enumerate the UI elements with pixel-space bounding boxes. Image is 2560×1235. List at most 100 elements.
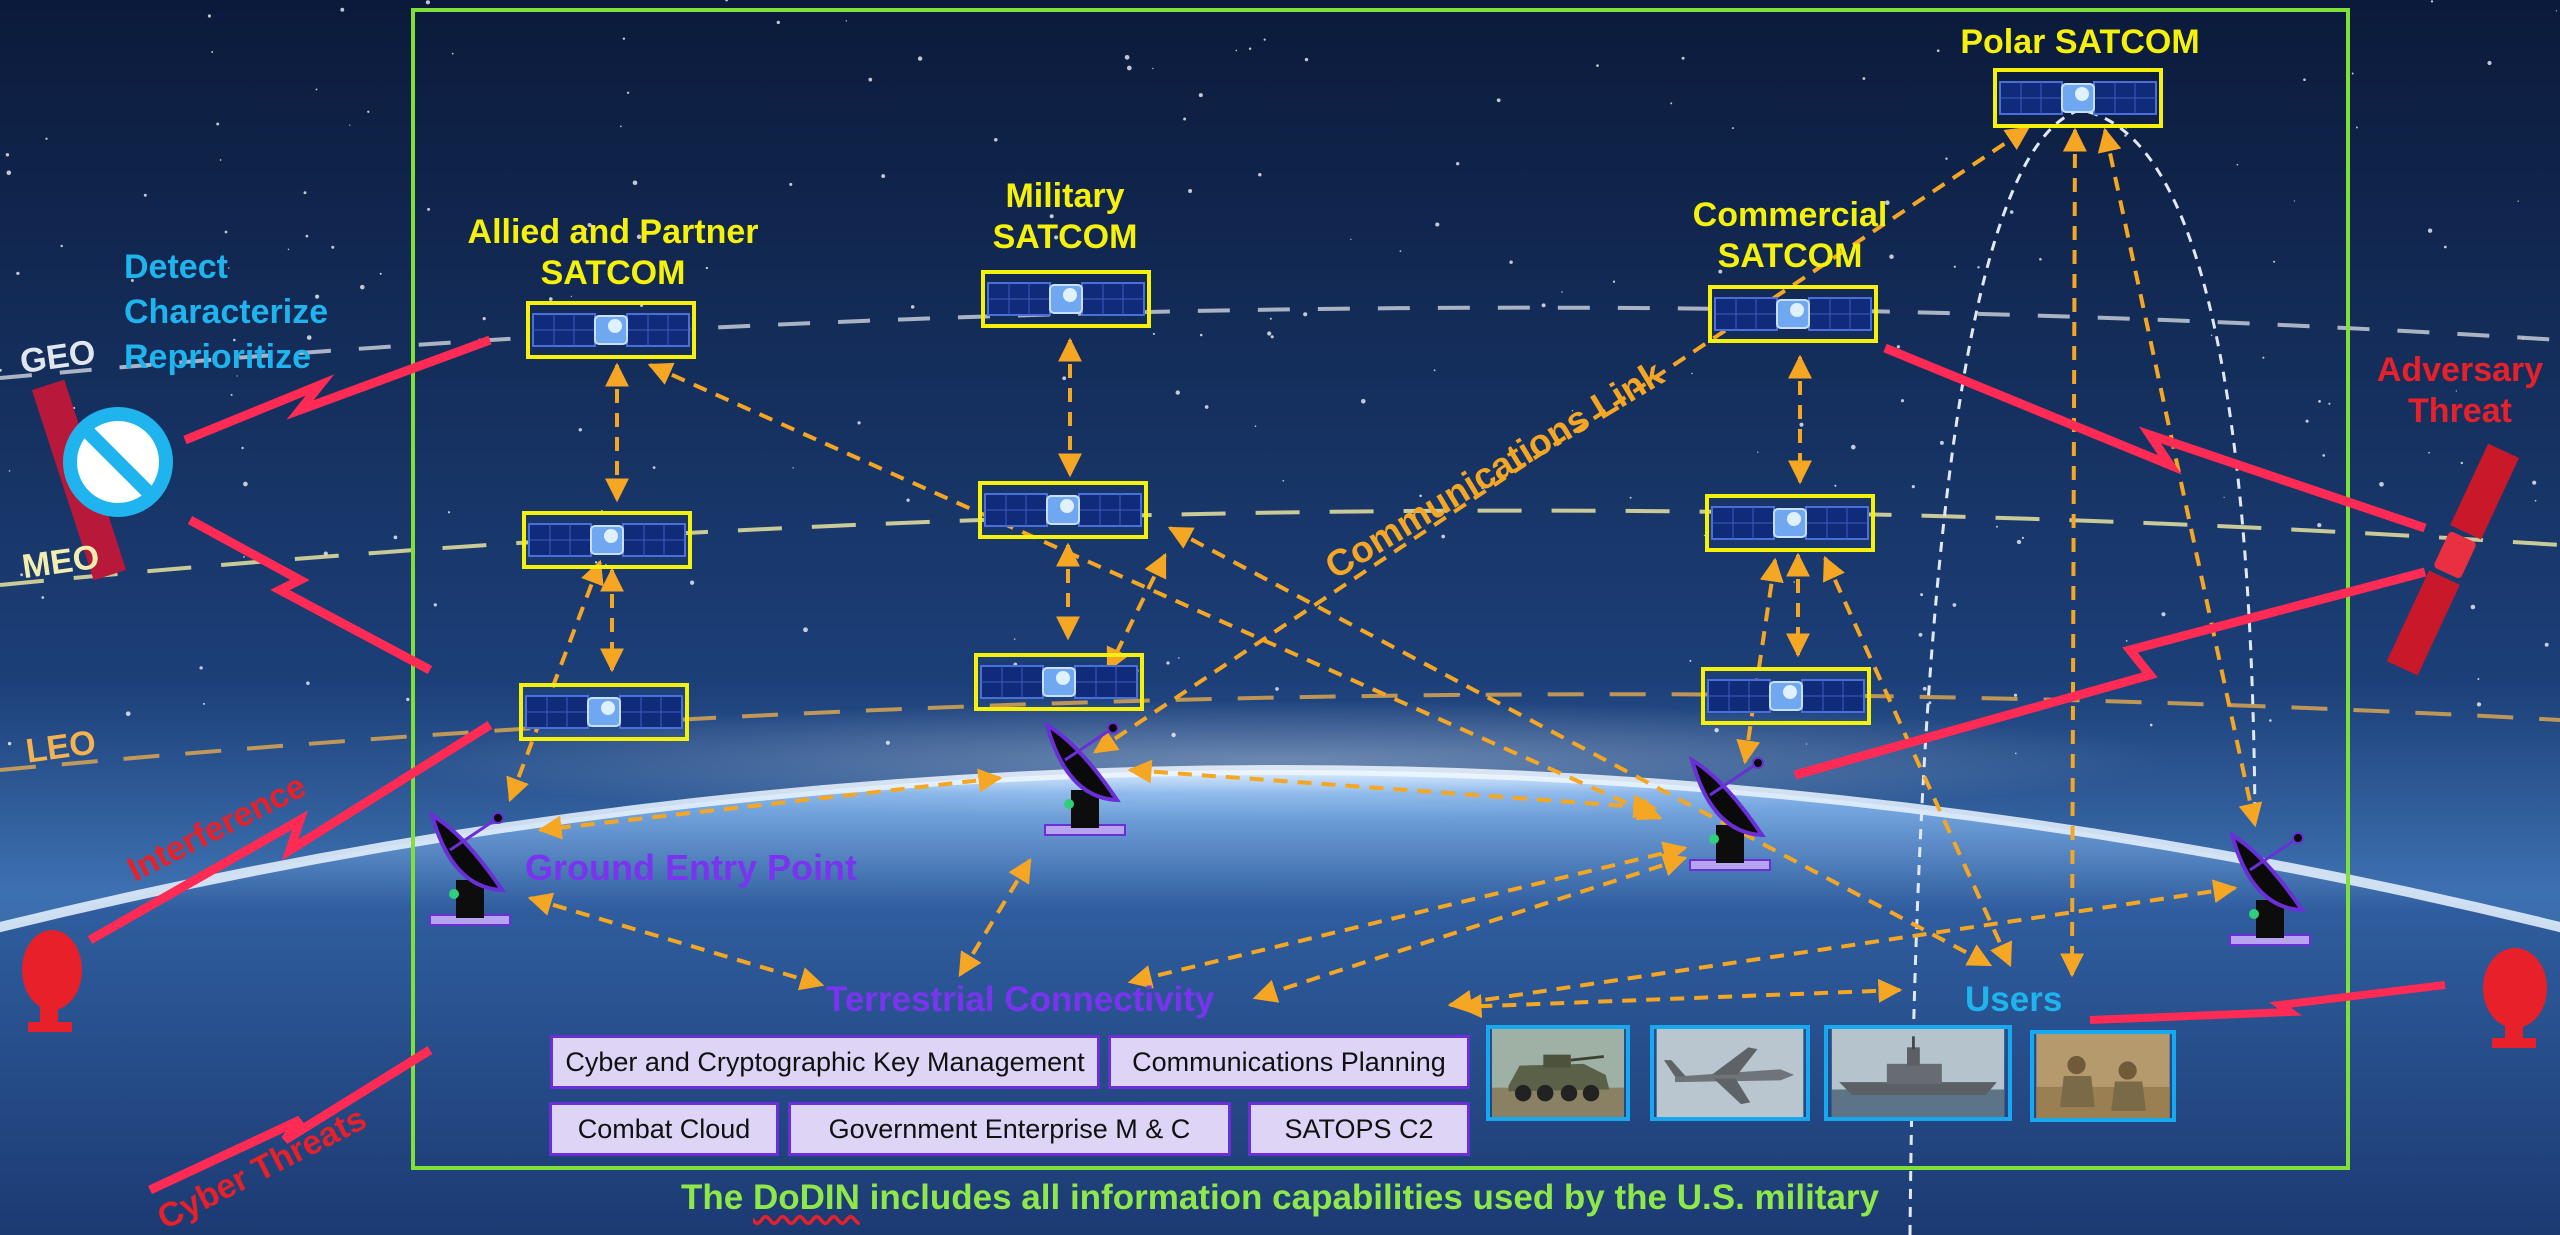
star	[1017, 204, 1021, 208]
star	[130, 279, 134, 282]
star	[1258, 172, 1262, 177]
star	[1799, 422, 1804, 427]
allied-meo-satellite	[522, 511, 692, 569]
star	[1175, 390, 1181, 395]
star	[2125, 640, 2128, 642]
user-photo-soldiers	[2030, 1030, 2176, 1122]
star	[1456, 162, 1460, 166]
star	[1188, 188, 1193, 194]
star	[622, 37, 626, 40]
link-military-commercial-ground	[1127, 759, 1658, 819]
allied-satcom-label: Allied and Partner SATCOM	[467, 213, 759, 292]
star	[303, 191, 307, 195]
star	[2555, 10, 2558, 12]
star	[1689, 659, 1692, 662]
star	[2455, 390, 2457, 392]
star	[406, 697, 410, 702]
star	[1049, 214, 1054, 219]
detect-label: Detect	[124, 248, 228, 286]
military-meo-satellite	[978, 481, 1148, 539]
star	[233, 338, 236, 342]
star	[433, 603, 437, 607]
star	[570, 295, 573, 298]
star	[2039, 258, 2042, 261]
star	[2428, 451, 2430, 454]
star	[1681, 56, 1685, 60]
footer-statement: The DoDIN includes all information capab…	[0, 1178, 2560, 1218]
star	[228, 267, 230, 269]
star	[2262, 356, 2265, 359]
star	[2236, 163, 2239, 166]
star	[1013, 638, 1016, 640]
star	[2322, 454, 2326, 457]
star	[2273, 260, 2276, 263]
star	[1199, 333, 1203, 337]
star	[1918, 632, 1923, 637]
threat-bolt-adversary-geo	[1883, 343, 2427, 533]
star	[1269, 317, 1272, 320]
star	[16, 271, 20, 276]
star	[636, 234, 642, 240]
star	[792, 467, 794, 469]
star	[626, 91, 630, 94]
star	[2293, 200, 2296, 202]
star	[2021, 536, 2024, 540]
star	[360, 284, 365, 290]
star	[1441, 534, 1446, 539]
star	[1178, 657, 1180, 659]
star	[216, 122, 220, 126]
star	[620, 125, 622, 128]
star	[881, 174, 886, 179]
users-label: Users	[1965, 980, 2063, 1019]
star	[2269, 719, 2272, 722]
star	[1541, 303, 1546, 308]
star	[1509, 260, 1513, 264]
star	[1900, 399, 1905, 403]
star	[125, 711, 131, 717]
star	[306, 335, 312, 340]
commercial-leo-satellite	[1701, 667, 1871, 725]
star	[917, 56, 923, 61]
footer-suffix: includes all information capabilities us…	[859, 1178, 1880, 1217]
threat-bolt-cyber	[148, 1046, 433, 1195]
star	[1183, 117, 1187, 121]
star	[578, 428, 582, 432]
star	[2317, 522, 2322, 528]
capability-combat-cloud: Combat Cloud	[549, 1102, 779, 1156]
link-commercial-ground-meo	[1736, 557, 1784, 765]
star	[331, 245, 335, 249]
star	[41, 596, 45, 599]
star	[1496, 98, 1501, 103]
star	[1896, 345, 1900, 349]
star	[2487, 60, 2492, 66]
threat-bolt-interference	[87, 721, 493, 944]
star	[2161, 612, 2166, 617]
link-entry-terrestrial	[527, 892, 825, 991]
star	[1267, 331, 1272, 336]
star	[207, 14, 211, 18]
star	[427, 207, 431, 211]
star	[1054, 235, 1059, 240]
star	[2430, 0, 2434, 3]
characterize-label: Characterize	[124, 293, 329, 331]
star	[1862, 77, 1866, 80]
star	[632, 180, 638, 186]
star	[349, 124, 351, 126]
polar-satellite	[1993, 68, 2163, 128]
ground-entry-point-label: Ground Entry Point	[525, 847, 857, 888]
star	[2009, 210, 2014, 214]
star	[1939, 440, 1944, 445]
star	[1731, 127, 1734, 130]
user-photo-cargo-aircraft	[1650, 1025, 1810, 1121]
star	[1953, 265, 1956, 268]
star	[305, 234, 309, 238]
star	[340, 7, 345, 12]
star	[60, 244, 63, 248]
reprioritize-label: Reprioritize	[124, 338, 312, 376]
star	[6, 170, 12, 176]
star	[315, 294, 320, 299]
star	[2355, 126, 2358, 129]
star	[584, 227, 587, 231]
star	[705, 266, 709, 270]
star	[451, 52, 454, 55]
